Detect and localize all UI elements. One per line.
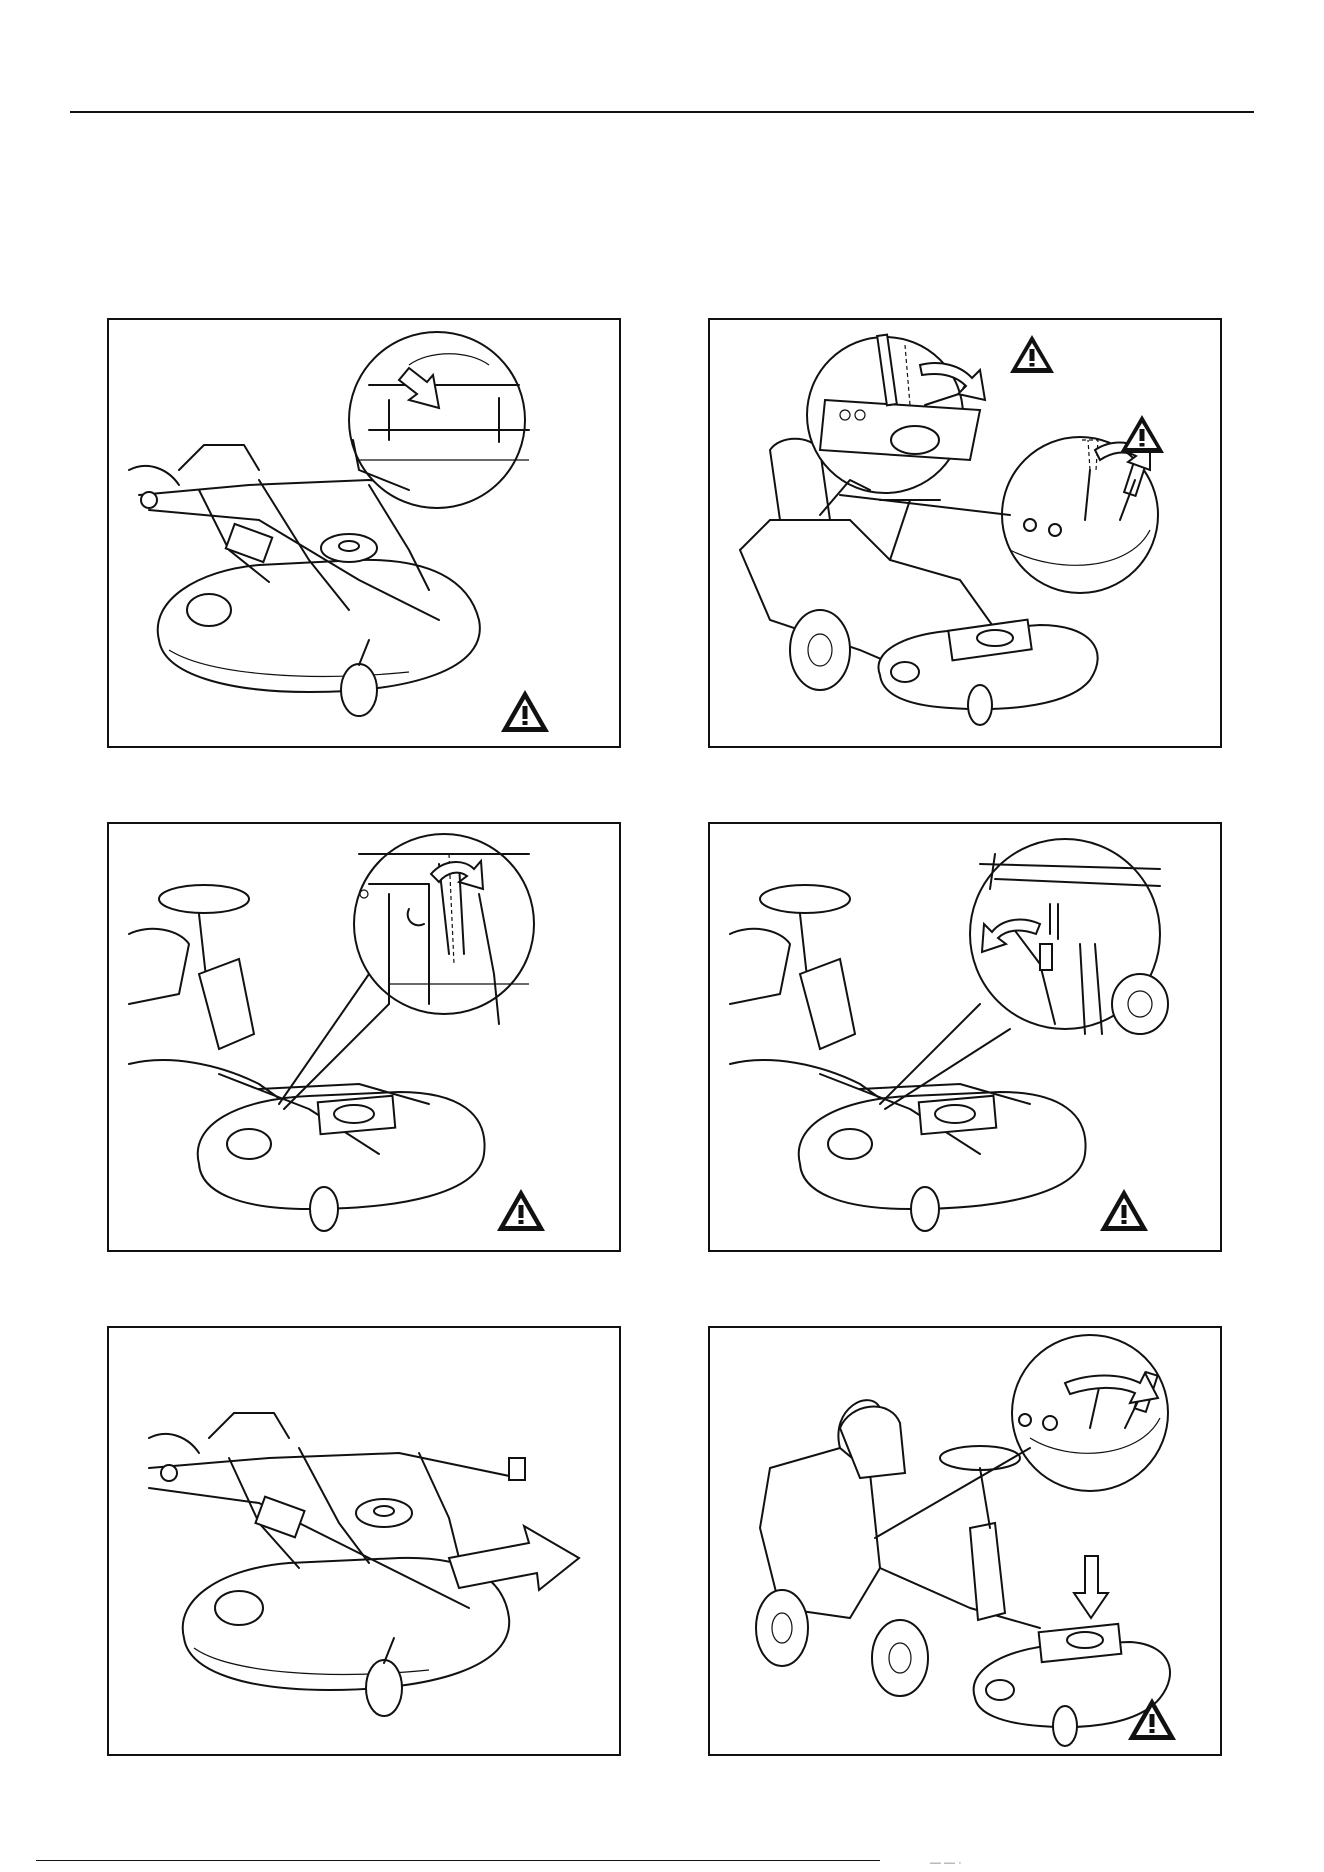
figure-3-latch [107, 822, 621, 1252]
mower-front-icon [109, 824, 619, 1250]
mower-front-icon [710, 824, 1220, 1250]
warning-triangle-icon [497, 1189, 545, 1231]
rider-mower-icon [710, 320, 1220, 746]
magnifier-callout-icon [1012, 1335, 1168, 1491]
warning-triangle-icon [1120, 415, 1164, 453]
warning-triangle-icon [1010, 335, 1054, 373]
down-arrow-icon [1074, 1556, 1108, 1618]
figure-2-lift-lever [708, 318, 1222, 748]
rider-mower-icon [710, 1328, 1220, 1754]
mower-deck-icon [109, 1328, 619, 1754]
warning-triangle-icon [1100, 1189, 1148, 1231]
figure-1-deck-removal [107, 318, 621, 748]
header-rule [70, 111, 1254, 113]
footer-mark: — — · [930, 1857, 962, 1869]
magnifier-callout-icon [354, 834, 534, 1014]
warning-triangle-icon [501, 690, 549, 732]
pull-out-arrow-icon [449, 1526, 579, 1590]
figure-4-pedal-latch [708, 822, 1222, 1252]
figure-6-lower-deck [708, 1326, 1222, 1756]
mower-deck-icon [109, 320, 619, 746]
figure-5-pull-deck [107, 1326, 621, 1756]
footer-rule [36, 1860, 880, 1861]
